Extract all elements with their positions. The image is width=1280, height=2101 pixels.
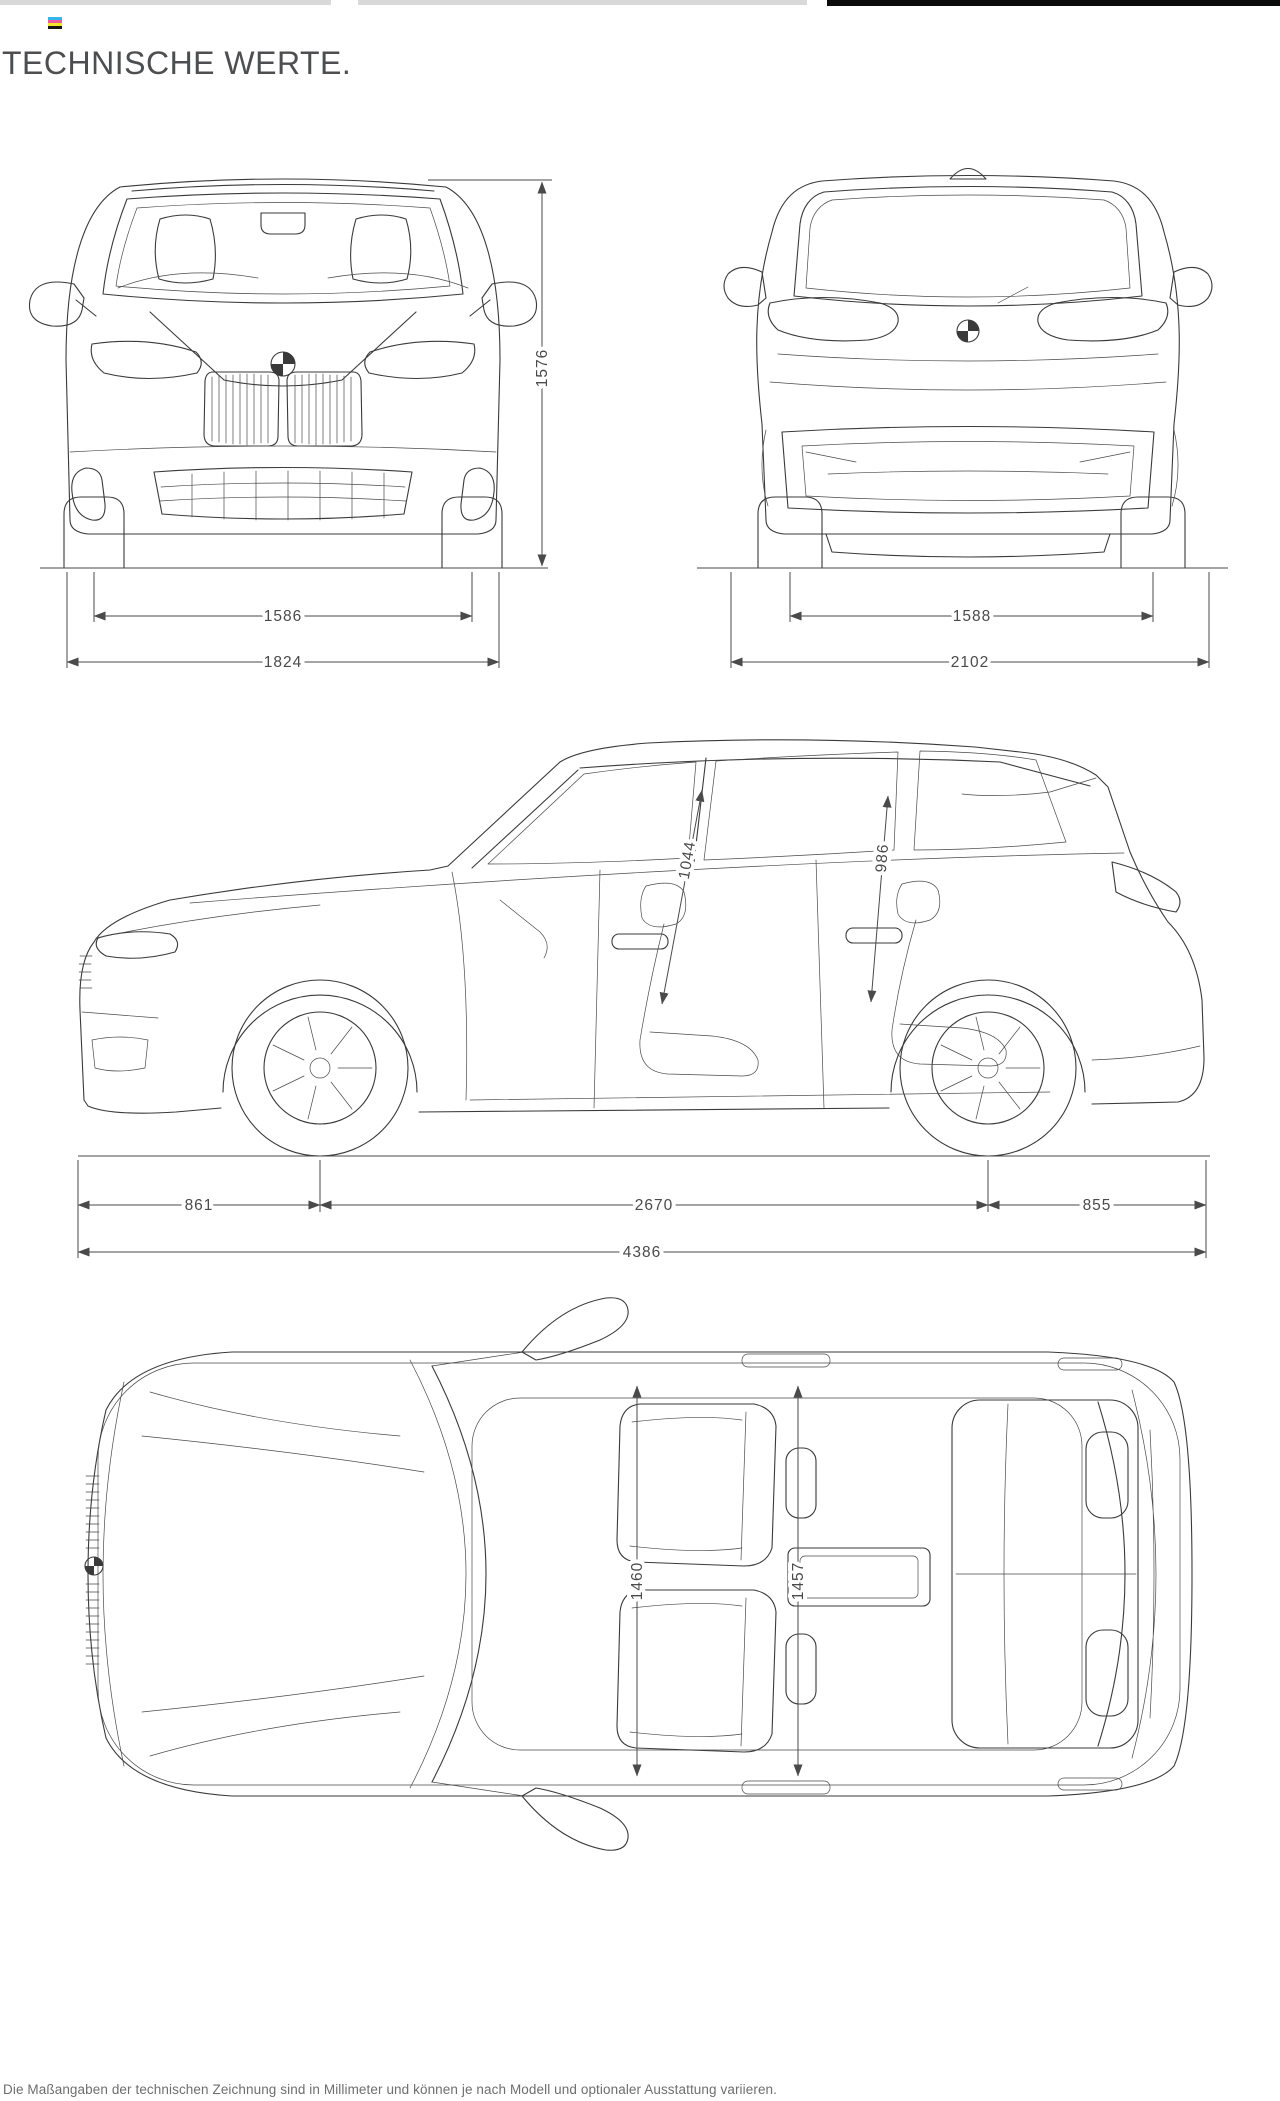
right-mirror <box>521 1787 629 1851</box>
front-wheel <box>231 979 409 1157</box>
left-mirror <box>521 1297 629 1361</box>
center-armrest <box>787 1547 931 1607</box>
dim-front-track: 1586 <box>264 608 302 625</box>
dim-side-front-overhang: 861 <box>185 1197 214 1214</box>
print-strip-gray-mid <box>358 0 807 5</box>
roof-antenna <box>949 167 987 180</box>
reg-cyan <box>48 17 62 20</box>
left-mirror <box>28 281 97 327</box>
dim-front-width: 1824 <box>264 654 302 671</box>
side-view-drawing <box>78 739 1205 1157</box>
rear-wheel <box>899 979 1077 1157</box>
page-title: TECHNISCHE WERTE. <box>2 45 352 82</box>
reg-black <box>48 26 62 29</box>
right-mirror <box>1169 266 1213 307</box>
front-view-drawing <box>28 178 538 569</box>
print-strip-gray-left <box>0 0 331 5</box>
dim-side-length: 4386 <box>623 1244 661 1261</box>
rear-bench <box>951 1399 1139 1749</box>
dim-top-rear-shoulder: 1457 <box>790 1562 807 1600</box>
dim-front-height: 1576 <box>534 349 551 387</box>
dim-rear-width-mirrors: 2102 <box>951 654 989 671</box>
rear-view-drawing <box>723 167 1213 569</box>
left-mirror <box>723 266 767 307</box>
dim-side-rear-interior-height: 986 <box>873 843 892 873</box>
rear-door-handle <box>845 927 903 944</box>
taillight <box>1111 861 1181 913</box>
top-view-drawing <box>84 1297 1193 1851</box>
dim-rear-track: 1588 <box>953 608 991 625</box>
front-passenger-seat <box>616 1589 817 1753</box>
side-view-dimensions: 1044 986 861 2670 855 4386 <box>77 789 1210 1265</box>
footnote: Die Maßangaben der technischen Zeichnung… <box>3 2082 778 2097</box>
registration-marks-icon <box>48 17 62 29</box>
reg-yellow <box>48 23 62 26</box>
right-mirror <box>469 281 538 327</box>
dim-top-front-shoulder: 1460 <box>629 1562 646 1600</box>
dim-side-front-interior-height: 1044 <box>676 840 699 881</box>
windshield <box>431 1365 487 1783</box>
front-view-dimensions: 1576 1586 1824 <box>40 179 555 675</box>
top-view-dimensions: 1460 1457 <box>625 1385 811 1777</box>
front-seat <box>616 1403 817 1567</box>
rear-view-dimensions: 1588 2102 <box>697 567 1228 675</box>
dim-side-wheelbase: 2670 <box>635 1197 673 1214</box>
reg-magenta <box>48 20 62 23</box>
print-strip-black <box>827 0 1280 6</box>
dim-side-rear-overhang: 855 <box>1083 1197 1112 1214</box>
headlight <box>95 931 179 959</box>
